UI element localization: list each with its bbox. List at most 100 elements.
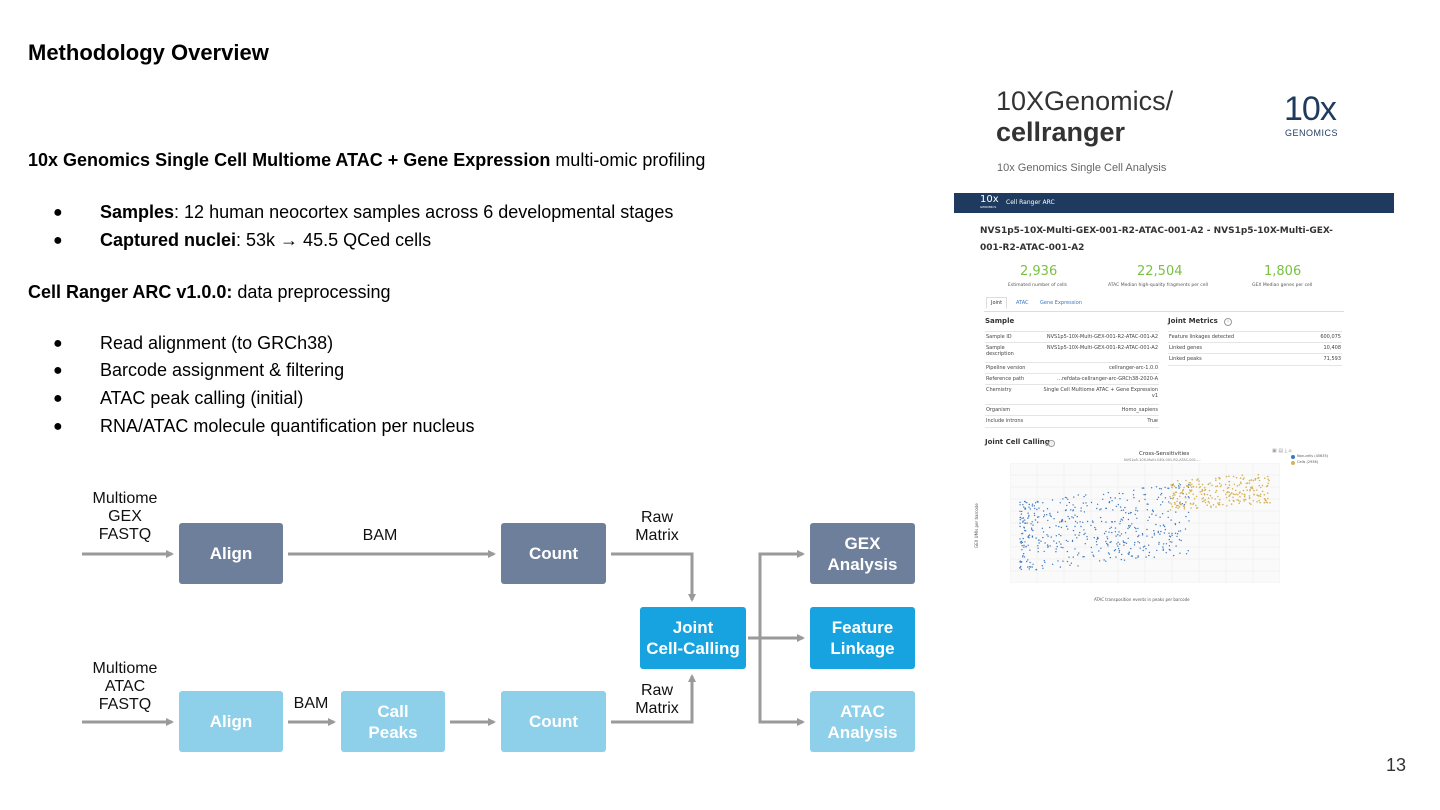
noncell-point: [1091, 520, 1094, 522]
info-icon[interactable]: ?: [1048, 440, 1055, 447]
noncell-point: [1145, 548, 1147, 550]
cell-point: [1233, 483, 1236, 486]
noncell-point: [1037, 501, 1039, 503]
cell-point: [1211, 497, 1213, 499]
noncell-point: [1032, 529, 1034, 532]
tab-gene-expression[interactable]: Gene Expression: [1040, 300, 1082, 306]
cell-point: [1226, 491, 1228, 494]
noncell-point: [1029, 566, 1032, 568]
noncell-point: [1150, 487, 1153, 489]
noncell-point: [1080, 510, 1082, 512]
plot-toolbar-icons[interactable]: ▣ ▤ ⤓ ⌂: [1272, 448, 1292, 454]
tab-joint[interactable]: Joint: [986, 297, 1008, 309]
noncell-point: [1139, 547, 1141, 549]
noncell-point: [1031, 521, 1033, 523]
cell-point: [1218, 502, 1221, 504]
cell-point: [1183, 508, 1186, 510]
noncell-point: [1162, 548, 1164, 550]
noncell-point: [1028, 537, 1030, 539]
tab-atac[interactable]: ATAC: [1016, 300, 1029, 306]
cell-point: [1193, 497, 1196, 500]
cell-point: [1264, 499, 1267, 502]
noncell-point: [1033, 505, 1035, 507]
noncell-point: [1161, 501, 1164, 503]
cell-point: [1195, 495, 1198, 498]
noncell-point: [1148, 516, 1151, 518]
cell-point: [1195, 504, 1197, 507]
noncell-point: [1056, 545, 1058, 548]
noncell-point: [1042, 531, 1045, 533]
noncell-point: [1124, 506, 1126, 509]
noncell-point: [1055, 542, 1058, 544]
noncell-point: [1076, 537, 1078, 539]
cellranger-report: 10x GENOMICS Cell Ranger ARC NVS1p5-10X-…: [954, 193, 1394, 603]
cell-point: [1251, 487, 1254, 490]
noncell-point: [1178, 530, 1180, 532]
cell-point: [1204, 501, 1207, 504]
noncell-point: [1143, 487, 1145, 489]
cell-point: [1243, 500, 1245, 502]
noncell-point: [1169, 541, 1171, 543]
noncell-point: [1022, 537, 1024, 540]
cell-point: [1191, 478, 1193, 481]
noncell-point: [1107, 552, 1110, 554]
noncell-point: [1146, 528, 1148, 531]
noncell-point: [1024, 501, 1027, 503]
arrow-gex-raw: [611, 552, 696, 602]
noncell-point: [1109, 497, 1112, 499]
noncell-point: [1023, 556, 1026, 558]
noncell-point: [1062, 547, 1064, 549]
bam-label-gex: BAM: [362, 527, 398, 544]
noncell-point: [1170, 497, 1172, 500]
cell-point: [1256, 489, 1258, 491]
cell-point: [1253, 489, 1255, 492]
noncell-point: [1090, 546, 1093, 549]
legend-cells: Cells (2936): [1297, 460, 1319, 464]
cell-point: [1234, 489, 1237, 492]
noncell-point: [1109, 556, 1112, 559]
noncell-point: [1119, 520, 1122, 522]
noncell-point: [1129, 525, 1132, 527]
info-icon[interactable]: ?: [1224, 318, 1232, 326]
cell-point: [1217, 495, 1219, 498]
cell-point: [1192, 502, 1195, 504]
noncell-point: [1058, 541, 1060, 543]
noncell-point: [1135, 527, 1137, 530]
noncell-point: [1106, 538, 1109, 540]
noncell-point: [1175, 511, 1177, 513]
noncell-point: [1025, 546, 1027, 548]
cell-point: [1222, 489, 1225, 492]
noncell-point: [1070, 509, 1072, 511]
metric-genes-label: GEX Median genes per cell: [1252, 283, 1313, 288]
noncell-point: [1047, 535, 1049, 537]
bullet-alignment: Read alignment (to GRCh38): [100, 333, 334, 353]
count-gex-box: Count: [501, 523, 606, 584]
noncell-point: [1024, 519, 1026, 521]
noncell-point: [1160, 488, 1163, 490]
cell-point: [1237, 494, 1239, 496]
bullet-dot: ●: [53, 232, 63, 249]
noncell-point: [1136, 510, 1139, 512]
noncell-point: [1142, 549, 1144, 552]
noncell-point: [1115, 556, 1117, 558]
noncell-point: [1053, 518, 1055, 520]
noncell-point: [1046, 508, 1049, 510]
noncell-point: [1121, 553, 1123, 556]
noncell-point: [1158, 543, 1160, 545]
cell-point: [1249, 489, 1251, 492]
noncell-point: [1065, 525, 1068, 528]
noncell-point: [1168, 545, 1171, 547]
noncell-point: [1068, 518, 1071, 520]
noncell-point: [1141, 534, 1144, 536]
bullet-quantification: RNA/ATAC molecule quantification per nuc…: [100, 416, 475, 436]
noncell-point: [1121, 519, 1124, 521]
header-logo-icon: 10x: [980, 194, 999, 205]
noncell-point: [1160, 530, 1162, 533]
cell-point: [1248, 496, 1251, 499]
noncell-point: [1047, 519, 1049, 522]
noncell-point: [1083, 533, 1085, 536]
cell-point: [1171, 505, 1174, 508]
legend-noncells: Non-cells (45635): [1297, 454, 1329, 458]
cell-point: [1185, 479, 1187, 482]
